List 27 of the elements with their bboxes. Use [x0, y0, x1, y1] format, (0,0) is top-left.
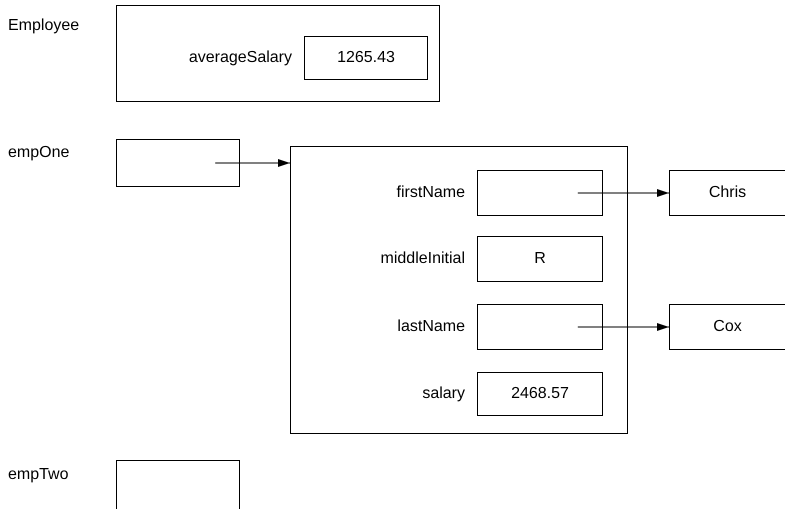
string-box — [669, 304, 785, 350]
class-name: Employee — [8, 16, 80, 36]
value-box — [304, 36, 428, 80]
value-text: R — [534, 250, 546, 268]
variable-name: empOne — [8, 143, 70, 163]
arrow — [577, 189, 670, 197]
variable-name: empTwo — [8, 465, 68, 485]
reference-box — [477, 170, 603, 216]
value-text: Chris — [708, 184, 746, 202]
value-text: Cox — [713, 318, 742, 336]
arrow — [577, 323, 670, 331]
field-name: lastName — [397, 317, 465, 337]
field-name: salary — [422, 384, 465, 404]
value-text: 2468.57 — [511, 385, 569, 403]
arrow — [214, 159, 290, 167]
reference-box — [116, 460, 240, 509]
field-name: averageSalary — [188, 48, 292, 68]
value-box — [477, 236, 603, 282]
reference-box — [477, 304, 603, 350]
field-name: firstName — [396, 183, 465, 203]
reference-box — [116, 139, 240, 187]
field-name: middleInitial — [380, 249, 465, 269]
class-box — [116, 5, 440, 102]
value-box — [477, 372, 603, 416]
value-text: 1265.43 — [337, 49, 395, 67]
string-box — [669, 170, 785, 216]
object-box — [290, 146, 628, 434]
